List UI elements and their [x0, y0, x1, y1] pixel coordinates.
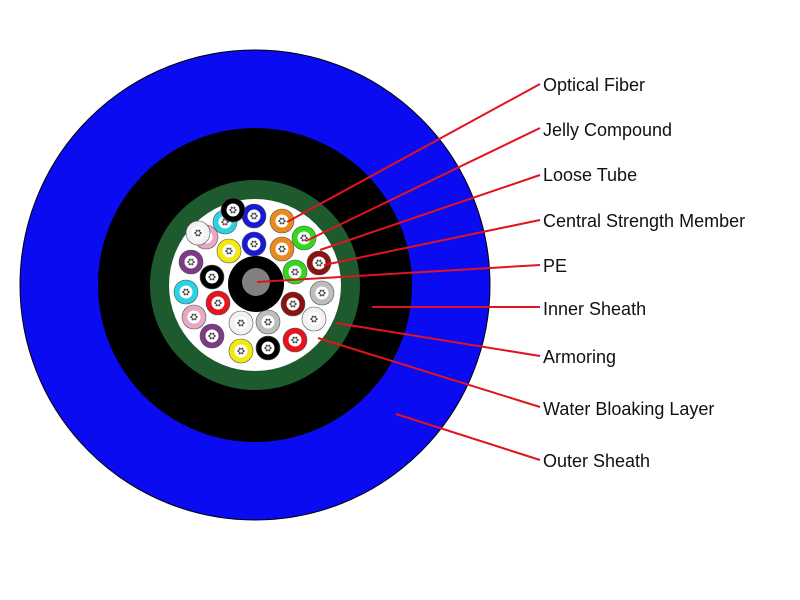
- loose-tube-icon: [199, 323, 225, 349]
- leader-line: [395, 413, 541, 461]
- label-central-strength-member: Central Strength Member: [543, 211, 745, 231]
- label-optical-fiber: Optical Fiber: [543, 75, 645, 95]
- label-inner-sheath: Inner Sheath: [543, 299, 646, 319]
- loose-tubes: [173, 197, 335, 364]
- loose-tube-icon: [228, 338, 254, 364]
- loose-tube-icon: [255, 335, 281, 361]
- leader-line: [335, 322, 541, 357]
- label-water-blocking-layer: Water Bloaking Layer: [543, 399, 714, 419]
- loose-tube-icon: [309, 280, 335, 306]
- loose-tube-icon: [280, 291, 306, 317]
- label-armoring: Armoring: [543, 347, 616, 367]
- loose-tube-icon: [301, 306, 327, 332]
- label-pe: PE: [543, 256, 567, 276]
- loose-tube-icon: [199, 264, 225, 290]
- leader-line: [305, 127, 541, 242]
- loose-tube-icon: [241, 231, 267, 257]
- loose-tube-icon: [185, 220, 211, 246]
- loose-tube-icon: [241, 203, 267, 229]
- loose-tube-icon: [269, 208, 295, 234]
- loose-tube-icon: [173, 279, 199, 305]
- label-loose-tube: Loose Tube: [543, 165, 637, 185]
- loose-tube-icon: [282, 259, 308, 285]
- leader-line: [256, 264, 541, 283]
- loose-tube-icon: [205, 290, 231, 316]
- loose-tube-icon: [178, 249, 204, 275]
- pe-core: [242, 268, 270, 296]
- loose-tube-icon: [220, 197, 246, 223]
- leader-lines: [256, 83, 541, 461]
- label-outer-sheath: Outer Sheath: [543, 451, 650, 471]
- loose-tube-icon: [216, 238, 242, 264]
- leader-line: [317, 337, 541, 408]
- loose-tube-icon: [269, 236, 295, 262]
- leader-line: [286, 83, 541, 223]
- leader-line: [319, 174, 541, 251]
- loose-tube-icon: [282, 327, 308, 353]
- leader-line: [323, 219, 541, 266]
- loose-tube-icon: [306, 250, 332, 276]
- loose-tube-icon: [228, 310, 254, 336]
- label-jelly-compound: Jelly Compound: [543, 120, 672, 140]
- loose-tube-icon: [255, 309, 281, 335]
- loose-tube-icon: [181, 304, 207, 330]
